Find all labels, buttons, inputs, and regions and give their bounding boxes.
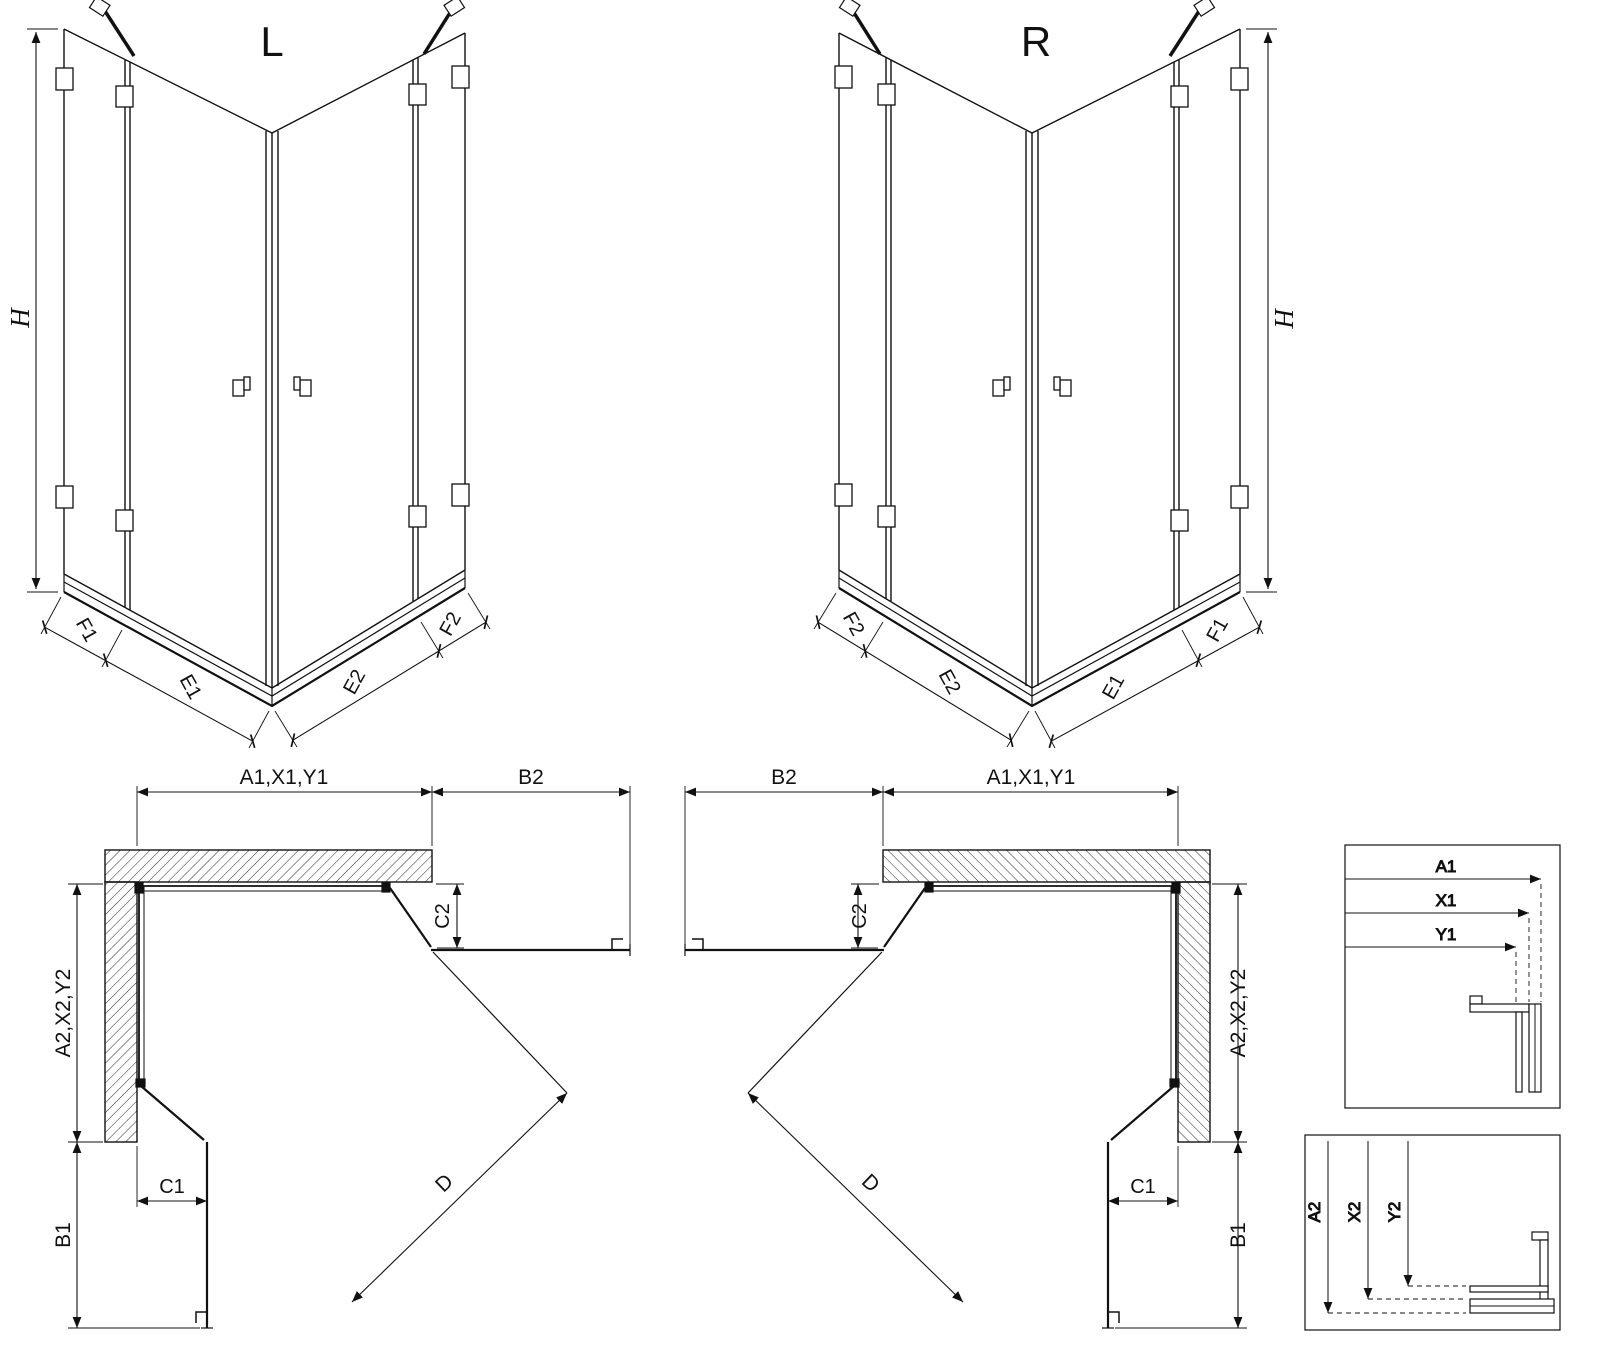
plan-right-linework [685,786,1247,1328]
detail-a1-label: A1 [1436,857,1457,876]
plan-view-right: A1,X1,Y1 B2 A2,X2,Y2 B1 C2 C1 D [685,766,1250,1328]
dim-label-e2-left: E2 [339,666,370,698]
wall-profile-section-vertical [1469,1231,1555,1314]
detail-box-width-reference: A1 X1 Y1 [1344,844,1561,1109]
detail-y1-label: Y1 [1436,925,1457,944]
plan-right-c1-dim: C1 [1130,1176,1156,1198]
detail-box-width-frame [1344,844,1561,1109]
dim-label-e1-left: E1 [175,671,206,703]
wall-profile-section-horizontal [1469,995,1542,1093]
detail-y2-label: Y2 [1385,1202,1404,1223]
dim-label-f1-left: F1 [71,615,102,646]
plan-left-c1-dim: C1 [159,1176,185,1198]
plan-right-d-dim: D [857,1170,884,1197]
plan-right-b1-dim: B1 [1227,1222,1250,1248]
dim-label-f1-right: F1 [1202,615,1233,646]
detail-a2-label: A2 [1305,1202,1324,1223]
plan-left-linework [68,786,630,1328]
variant-label-right: R [1021,18,1051,65]
iso-view-right: R H F2 E2 E1 F1 [814,0,1299,748]
dim-label-e2-right: E2 [934,666,965,698]
dim-label-e1-right: E1 [1098,671,1129,703]
variant-label-left: L [260,18,283,65]
plan-view-left: A1,X1,Y1 B2 A2,X2,Y2 B1 C2 C1 D [52,766,630,1328]
detail-x1-label: X1 [1436,891,1457,910]
plan-right-b2-dim: B2 [771,766,797,789]
plan-right-top-dim: A1,X1,Y1 [987,766,1076,789]
dim-label-f2-left: F2 [435,609,466,640]
height-dim-label-left: H [5,307,35,329]
detail-x2-label: X2 [1345,1202,1364,1223]
plan-left-c2-dim: C2 [432,903,454,929]
dim-label-f2-right: F2 [838,609,869,640]
detail-box-depth-frame [1304,1134,1561,1331]
plan-left-d-dim: D [431,1170,458,1197]
plan-left-side-dim: A2,X2,Y2 [52,969,75,1058]
plan-left-b2-dim: B2 [518,766,544,789]
height-dim-label-right: H [1269,307,1299,329]
plan-right-side-dim: A2,X2,Y2 [1227,969,1250,1058]
iso-view-left: L H F1 E1 E2 F2 [5,0,490,748]
plan-left-top-dim: A1,X1,Y1 [240,766,329,789]
plan-left-b1-dim: B1 [52,1222,75,1248]
detail-box-depth-reference: A2 X2 Y2 [1304,1134,1561,1331]
plan-right-c2-dim: C2 [849,903,871,929]
